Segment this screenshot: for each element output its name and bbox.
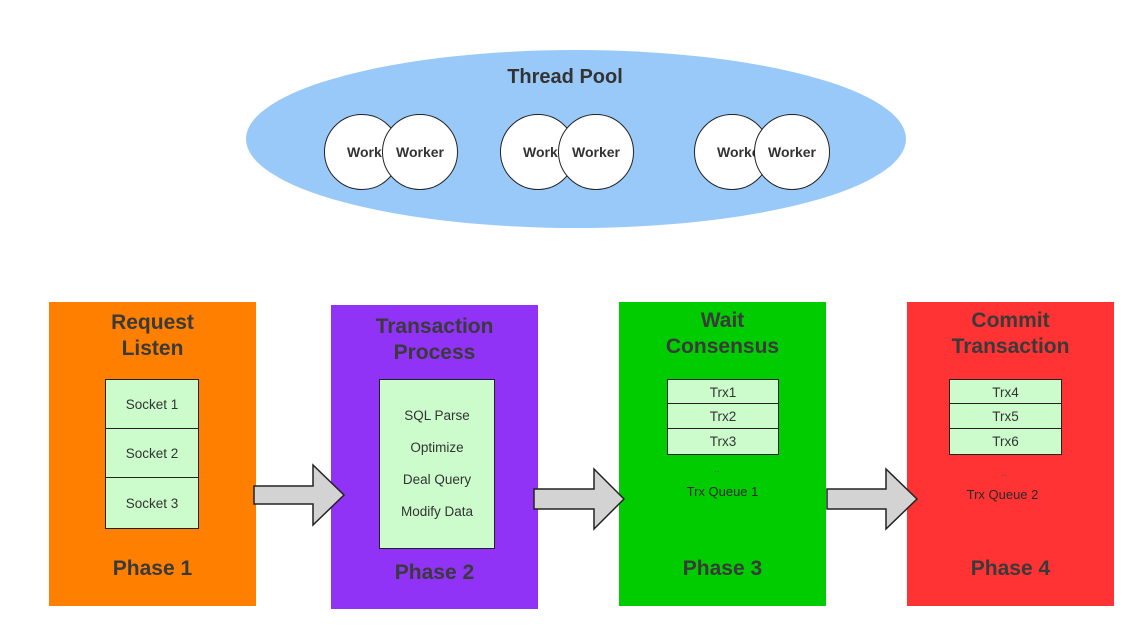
phase-2-title: Transaction Process: [375, 315, 494, 364]
trx-cell: Trx6: [949, 428, 1062, 455]
phase-1-panel: Request Listen Socket 1 Socket 2 Socket …: [49, 302, 256, 606]
flow-arrow-3-to-4: [826, 467, 919, 531]
operation-item: Modify Data: [400, 504, 474, 519]
phase-3-label: Phase 3: [682, 557, 763, 580]
queue-label: Trx Queue 1: [686, 484, 759, 499]
worker-node: Worker: [382, 114, 458, 190]
operation-item: SQL Parse: [404, 408, 470, 423]
queue-label: Trx Queue 2: [966, 487, 1039, 502]
phase-2-panel: Transaction Process SQL Parse Optimize D…: [331, 305, 538, 609]
operation-item: Deal Query: [402, 472, 472, 487]
operation-item: Optimize: [410, 440, 464, 455]
phase-3-title: Wait Consensus: [665, 309, 780, 358]
trx-cell: Trx1: [667, 379, 779, 405]
socket-cell: Socket 2: [105, 428, 199, 479]
phase-1-title: Request Listen: [111, 311, 194, 360]
trx-cell: Trx2: [667, 403, 779, 430]
arrow-shape: [533, 467, 626, 531]
arrow-shape: [253, 463, 346, 527]
worker-node: Worker: [558, 114, 634, 190]
trx-cell: Trx5: [949, 403, 1062, 430]
phase-4-title: Commit Transaction: [951, 309, 1070, 358]
trx-cell: Trx3: [667, 428, 779, 455]
operations-box: SQL Parse Optimize Deal Query Modify Dat…: [379, 379, 495, 549]
phase-2-label: Phase 2: [394, 561, 475, 584]
socket-cell: Socket 1: [105, 379, 199, 430]
queue-ellipsis: ..: [1001, 468, 1007, 479]
phase-4-panel: Commit Transaction Trx4 Trx5 Trx6 .. Trx…: [907, 302, 1114, 606]
phase-3-panel: Wait Consensus Trx1 Trx2 Trx3 .. Trx Que…: [619, 302, 826, 606]
queue-ellipsis: ..: [714, 464, 720, 475]
trx-cell: Trx4: [949, 379, 1062, 405]
thread-pool-title: Thread Pool: [507, 66, 623, 88]
phase-4-label: Phase 4: [970, 557, 1051, 580]
socket-cell: Socket 3: [105, 477, 199, 529]
flow-arrow-1-to-2: [253, 463, 346, 527]
flow-arrow-2-to-3: [533, 467, 626, 531]
arrow-shape: [826, 467, 919, 531]
worker-node: Worker: [754, 114, 830, 190]
phase-1-label: Phase 1: [112, 557, 193, 580]
